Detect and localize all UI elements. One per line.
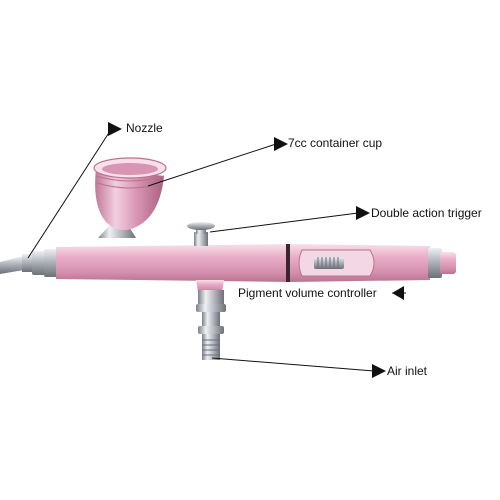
leader-cup — [147, 143, 277, 187]
label-air-inlet: Air inlet — [387, 364, 428, 378]
arrow-nozzle — [108, 122, 122, 136]
leader-lines — [27, 127, 406, 372]
container-cup — [93, 157, 167, 238]
arrow-trigger — [356, 206, 370, 220]
leader-trigger — [209, 212, 359, 233]
airbrush-body — [56, 244, 456, 282]
arrow-cup — [274, 137, 288, 151]
label-container-cup: 7cc container cup — [288, 136, 383, 150]
leader-nozzle — [27, 127, 113, 259]
arrow-pigment — [392, 286, 404, 300]
label-pigment-volume-controller: Pigment volume controller — [238, 286, 377, 300]
arrowheads — [108, 122, 404, 378]
leader-inlet — [211, 357, 375, 372]
label-nozzle: Nozzle — [126, 121, 163, 135]
arrow-inlet — [372, 364, 386, 378]
trigger-button — [187, 222, 215, 246]
air-valve — [196, 280, 226, 360]
label-double-action-trigger: Double action trigger — [371, 206, 482, 220]
nozzle-tip — [0, 249, 58, 277]
